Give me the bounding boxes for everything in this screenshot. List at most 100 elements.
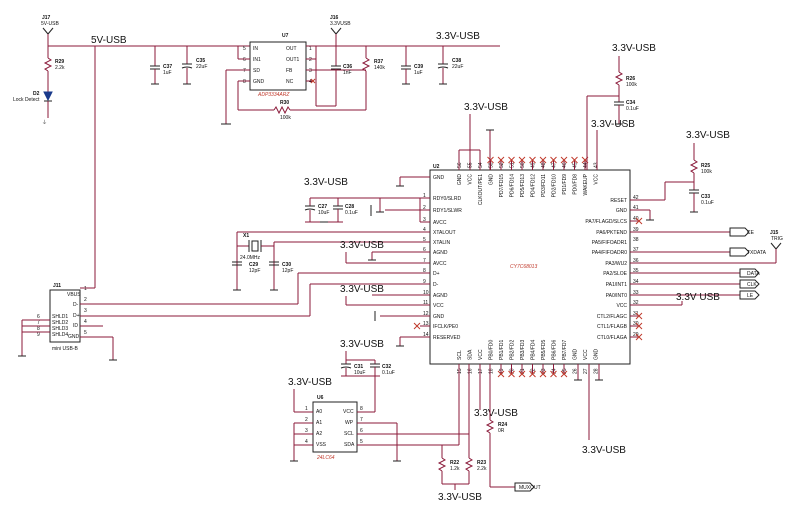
u2-right-pin-name: PA3/WU2 (605, 261, 627, 267)
svg-text:C36: C36 (343, 64, 352, 70)
svg-text:4: 4 (84, 319, 87, 325)
svg-text:5V-USB: 5V-USB (41, 21, 59, 27)
u2-bottom-pin-num: 25 (562, 368, 568, 374)
svg-text:GND: GND (253, 79, 265, 85)
svg-text:SHLD4: SHLD4 (52, 332, 68, 338)
r23-resistor: R23 2.2k (464, 434, 487, 484)
svg-text:R22: R22 (450, 460, 459, 466)
svg-text:1: 1 (309, 46, 312, 52)
u2-top-pin-num: 49 (531, 162, 537, 168)
u2-top-pin-num: 50 (520, 162, 526, 168)
u2-bottom-pin-num: 28 (594, 368, 600, 374)
svg-text:ID: ID (73, 323, 78, 329)
u2-bottom-pin-num: 26 (573, 368, 579, 374)
u2-right-pin-name: CTL2/FLAGC (597, 314, 628, 320)
svg-text:3.3V-USB: 3.3V-USB (612, 43, 656, 54)
u2-top-pin-name: GND (457, 174, 463, 186)
u2-bottom-pin-num: 16 (468, 368, 474, 374)
u2-right-pin-name: RESET (610, 198, 627, 204)
u2-top-pin-num: 44 (583, 162, 589, 168)
svg-text:C32: C32 (382, 364, 391, 370)
u2-top-pin-name: PD3/FD11 (541, 174, 547, 197)
svg-text:C33: C33 (701, 194, 710, 200)
u2-top-pin-name: GND (489, 174, 495, 186)
c34-capacitor: C34 0.1uF (614, 100, 639, 125)
u2-left-pin-name: XTALIN (433, 240, 451, 246)
svg-text:1: 1 (305, 406, 308, 412)
r22-resistor: R22 1.2k (437, 445, 460, 484)
svg-text:3: 3 (305, 428, 308, 434)
u2-left-pin-num: 14 (423, 332, 429, 338)
svg-text:3: 3 (309, 68, 312, 74)
svg-text:C35: C35 (196, 58, 205, 64)
r29-resistor: R29 2.2k (43, 46, 65, 92)
svg-text:2: 2 (305, 417, 308, 423)
svg-text:J17: J17 (42, 15, 51, 21)
svg-text:OUT1: OUT1 (286, 57, 300, 63)
u2-right-pin-num: 33 (633, 290, 639, 296)
svg-text:10uF: 10uF (354, 370, 365, 376)
u2-bottom-pin-name: VCC (583, 349, 589, 360)
svg-text:DATA: DATA (747, 271, 760, 277)
svg-text:1nF: 1nF (343, 70, 352, 76)
svg-text:6: 6 (37, 314, 40, 320)
u2-top-pin-num: 56 (457, 162, 463, 168)
u2-bottom-pin-name: SDA (468, 349, 474, 360)
u2-bottom-pin-name: PB2/FD2 (510, 339, 516, 360)
u2-left-pin-num: 10 (423, 290, 429, 296)
svg-text:CLK: CLK (747, 282, 757, 288)
svg-text:R24: R24 (498, 422, 507, 428)
u2-right-pin-num: 42 (633, 195, 639, 201)
u2-left-pin-name: AGND (433, 250, 448, 256)
c27-capacitor: C27 10uF (304, 198, 329, 222)
svg-text:0R: 0R (498, 428, 505, 434)
u2-bottom-pin-name: GND (594, 349, 600, 361)
j15-connector: J15 TRIG (770, 230, 783, 263)
c30-capacitor: C30 12pF (269, 261, 293, 274)
c36-capacitor: C36 1nF (331, 46, 352, 106)
c33-capacitor: C33 0.1uF (689, 189, 714, 213)
svg-text:D2: D2 (33, 91, 40, 97)
u2-right-pin-name: PA7/FLAGD/SLCS (585, 219, 627, 225)
svg-text:SCL: SCL (344, 431, 354, 437)
svg-text:J15: J15 (770, 230, 779, 236)
c32-capacitor: C32 0.1uF (370, 360, 395, 376)
j16-connector: J16 3.3VUSB (330, 15, 351, 46)
svg-text:C29: C29 (249, 262, 258, 268)
svg-text:R30: R30 (280, 100, 289, 106)
svg-text:9: 9 (37, 332, 40, 338)
svg-text:SHLD3: SHLD3 (52, 326, 68, 332)
svg-text:R26: R26 (626, 76, 635, 82)
svg-text:A1: A1 (316, 420, 322, 426)
svg-text:U7: U7 (282, 33, 289, 39)
svg-text:VCC: VCC (343, 409, 354, 415)
u2-bottom-pin-name: VCC (478, 349, 484, 360)
net-3v3-eeprom: 3.3V-USB (288, 377, 332, 388)
svg-text:3: 3 (84, 308, 87, 314)
c38-capacitor: C38 22uF (437, 46, 463, 85)
net-3v3-bottom-right: 3.3V-USB (582, 445, 626, 456)
svg-text:FB: FB (286, 68, 293, 74)
svg-text:2: 2 (309, 57, 312, 63)
svg-text:7: 7 (243, 68, 246, 74)
u2-top-pin-num: 53 (489, 162, 495, 168)
c28-capacitor: C28 0.1uF (333, 198, 358, 222)
svg-text:U2: U2 (433, 164, 440, 170)
net-3v3-u2-topright: 3.3V-USB (591, 119, 635, 130)
u2-bottom-pin-num: 22 (531, 368, 537, 374)
svg-text:TXDATA: TXDATA (747, 250, 767, 256)
u2-bottom-pin-num: 20 (510, 368, 516, 374)
u2-top-pin-num: 48 (541, 162, 547, 168)
svg-text:Lock Detect: Lock Detect (13, 97, 40, 103)
u2-right-pin-name: PA0/INT0 (606, 293, 628, 299)
net-3v3-eeprom-caps: 3.3V-USB (340, 339, 384, 350)
u2-right-pin-num: 34 (633, 279, 639, 285)
svg-text:5: 5 (243, 46, 246, 52)
net-3v3-top: 3.3V-USB (436, 31, 480, 42)
u2-left-pin-num: 1 (423, 193, 426, 199)
svg-text:10uF: 10uF (318, 210, 329, 216)
u2-left-pin-name: XTALOUT (433, 230, 456, 236)
u2-left-pin-num: 5 (423, 237, 426, 243)
u2-bottom-pin-num: 18 (489, 368, 495, 374)
r25-resistor: 3.3V-USB R25 100k (686, 130, 730, 190)
